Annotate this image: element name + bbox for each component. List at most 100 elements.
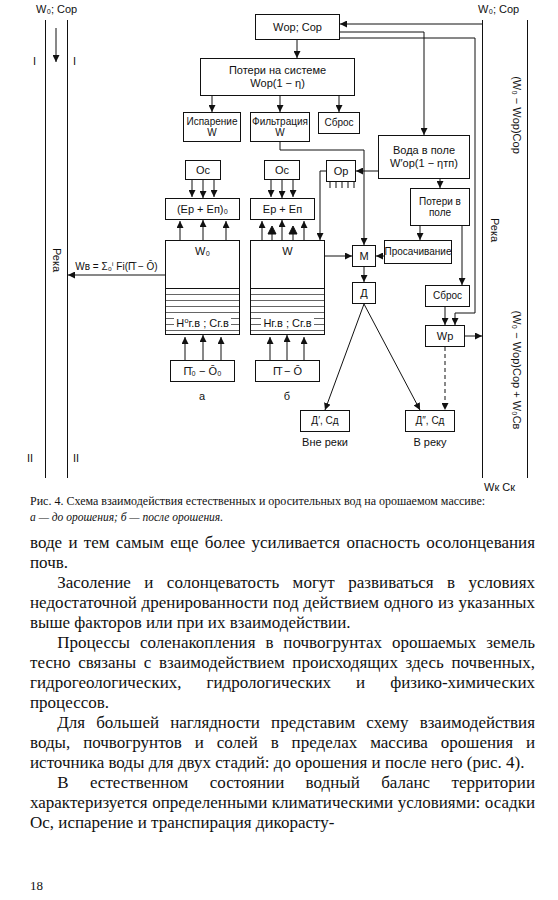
caption-note: а — до орошения; б — после орошения. xyxy=(30,510,530,525)
figure-caption: Рис. 4. Схема взаимодействия естественны… xyxy=(30,494,530,525)
flow-arrow-symbol xyxy=(271,180,272,197)
flow-connector xyxy=(445,307,446,325)
sprinkler-symbol xyxy=(330,182,331,188)
flow-connector xyxy=(203,220,204,240)
process-box: Wр xyxy=(425,325,465,347)
flow-connector xyxy=(280,142,364,245)
box-text: Wор(1 − η) xyxy=(250,77,305,90)
process-box: Потери в поле xyxy=(410,188,470,226)
flow-connector xyxy=(282,180,283,198)
flow-arrow-symbol xyxy=(214,180,215,197)
flow-arrow-symbol xyxy=(221,337,222,360)
process-box: (Eр + Eп)₀ xyxy=(165,198,240,220)
flow-connector xyxy=(325,256,352,257)
flow-connector xyxy=(339,96,340,112)
note-label: W₀; Cор xyxy=(36,3,77,15)
process-box: Просачивание xyxy=(384,240,452,264)
box-text: М xyxy=(359,250,368,263)
box-text: W′ор(1 − ηтп) xyxy=(390,157,458,170)
flow-connector xyxy=(340,38,475,325)
flow-connector xyxy=(340,24,482,25)
process-box: М xyxy=(352,245,376,267)
box-text: Д″, Cд xyxy=(416,415,445,427)
note-label: а xyxy=(199,390,205,402)
box-text: Ос xyxy=(275,164,289,177)
process-box: Ор xyxy=(326,160,356,182)
process-box: Потери на системеWор(1 − η) xyxy=(200,58,355,96)
flow-connector xyxy=(364,267,365,282)
box-text: H⁰г.в ; Cг.в xyxy=(174,317,231,330)
paragraph: Засоление и солонцеватость могут развива… xyxy=(30,573,535,633)
sprinkler-symbol xyxy=(342,182,343,188)
box-text: Сброс xyxy=(324,117,353,129)
box-text: Wор; Cор xyxy=(273,21,322,34)
flow-connector xyxy=(203,335,204,360)
box-text: W₀ xyxy=(193,245,212,258)
note-label: Вне реки xyxy=(302,436,348,448)
flow-arrow-symbol xyxy=(56,28,57,62)
plant-symbol xyxy=(268,226,276,240)
flow-arrow-symbol xyxy=(226,221,227,240)
process-box: П̄₀ − О̄₀ xyxy=(170,360,235,382)
flow-connector xyxy=(364,304,420,410)
box-text: Д xyxy=(360,287,367,300)
process-box: Д′, Cд xyxy=(300,410,350,432)
caption-text: Рис. 4. Схема взаимодействия естественны… xyxy=(30,494,530,510)
box-text: Сброс xyxy=(433,290,462,302)
box-text: Hг.в ; Cг.в xyxy=(261,317,313,330)
sprinkler-symbol xyxy=(354,182,355,188)
flow-connector xyxy=(462,226,463,285)
paragraph: воде и тем самым еще более усиливается о… xyxy=(30,533,535,573)
box-text: П̄ − О̄ xyxy=(273,365,302,378)
box-text: W xyxy=(280,245,294,258)
process-box: Сброс xyxy=(425,285,470,307)
soil-block: W Hг.в ; Cг.в xyxy=(250,240,325,335)
note-label: 18 xyxy=(30,878,43,894)
process-box: Ос xyxy=(185,160,221,180)
box-text: Фильтрация W xyxy=(252,116,308,139)
river-band: Река xyxy=(45,20,68,478)
flow-connector xyxy=(287,335,288,360)
soil-block: W₀ H⁰г.в ; Cг.в xyxy=(165,240,240,335)
process-box: Eр + Eп xyxy=(250,198,315,220)
note-label: W₀; Cор xyxy=(478,3,519,15)
process-box: Д xyxy=(352,282,376,304)
box-text: Вода в поле xyxy=(393,144,455,157)
flow-connector xyxy=(325,304,364,410)
process-box: Испарение W xyxy=(183,112,241,142)
process-box: Ос xyxy=(264,160,300,180)
flow-connector xyxy=(440,179,441,188)
body-text: воде и тем самым еще более усиливается о… xyxy=(30,533,535,833)
flow-arrow-symbol xyxy=(185,337,186,360)
flow-connector xyxy=(356,171,378,172)
box-text: Д′, Cд xyxy=(311,415,338,427)
flow-arrow-symbol xyxy=(293,180,294,197)
process-box: Сброс xyxy=(318,112,360,134)
formula-label: Wв = Σ₀ⁱ Fi(П̄ − О̄) xyxy=(74,261,158,272)
plant-symbol xyxy=(289,226,297,240)
river-band: Река(W₀ − Wор)Cор(W₀ − Wор)Cор + W₀Cв xyxy=(482,20,528,478)
flow-connector xyxy=(465,336,482,337)
box-text: (W₀ − Wор)Cор + W₀Cв xyxy=(511,309,524,432)
box-text: Wр xyxy=(437,330,454,343)
flow-arrow-symbol xyxy=(180,221,181,240)
flow-connector xyxy=(68,275,165,276)
flow-connector xyxy=(282,220,283,240)
flow-arrow-symbol xyxy=(270,337,271,360)
box-text: Река xyxy=(489,216,502,244)
paragraph: Для большей наглядности представим схему… xyxy=(30,713,535,773)
process-box: Фильтрация W xyxy=(250,112,310,142)
box-text: Ор xyxy=(334,165,349,178)
paragraph: В естественном состоянии водный баланс т… xyxy=(30,773,535,833)
box-text: Потери на системе xyxy=(229,64,326,77)
note-label: В реку xyxy=(413,436,446,448)
note-label: I xyxy=(33,55,36,67)
flow-connector xyxy=(376,256,384,257)
box-text: Испарение W xyxy=(187,116,238,139)
flow-arrow-symbol xyxy=(304,221,305,240)
note-label: Wк Cк xyxy=(484,481,515,493)
process-box: Wор; Cор xyxy=(255,14,340,40)
sprinkler-symbol xyxy=(348,182,349,188)
box-text: Eр + Eп xyxy=(263,203,302,216)
